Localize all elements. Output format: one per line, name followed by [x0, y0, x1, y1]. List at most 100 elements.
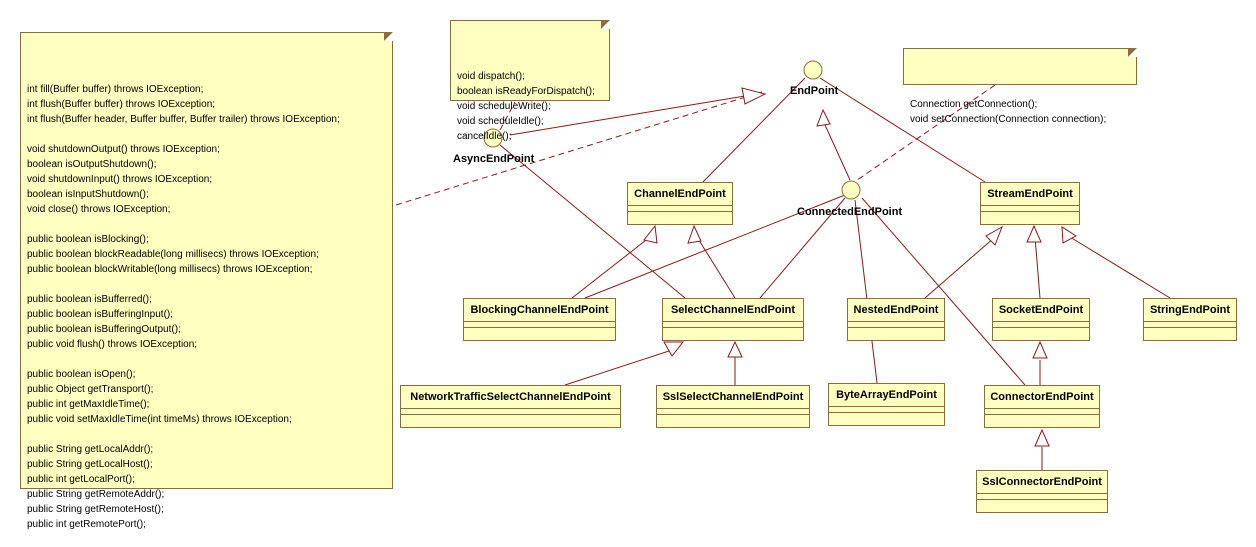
note-line: public boolean blockWritable(long millis…: [27, 264, 313, 275]
class-select-channel-endpoint: SelectChannelEndPoint: [662, 298, 804, 341]
arrowhead-sslselect-select: [727, 340, 743, 358]
edge-endpoint-channel: [702, 77, 806, 183]
class-network-traffic-select-channel-endpoint: NetworkTrafficSelectChannelEndPoint: [400, 385, 621, 428]
endpoint-interface-circle: [803, 60, 823, 80]
note-line: int fill(Buffer buffer) throws IOExcepti…: [27, 84, 204, 95]
class-operations-compartment: [985, 414, 1099, 420]
edge-async-endpoint: [509, 95, 746, 136]
class-attributes-compartment: [628, 205, 732, 211]
edge-socket-stream: [1034, 236, 1041, 299]
note-line: public String getRemoteAddr();: [27, 489, 165, 500]
class-name: SocketEndPoint: [998, 304, 1084, 316]
note-line: [27, 217, 386, 232]
connected-interface-circle: [841, 180, 861, 200]
arrowhead-connected-endpoint: [816, 108, 831, 127]
note-endpoint-methods: int fill(Buffer buffer) throws IOExcepti…: [20, 32, 393, 530]
class-attributes-compartment: [985, 408, 1099, 414]
note-async-methods-text: void dispatch(); boolean isReadyForDispat…: [457, 69, 603, 144]
class-operations-compartment: [401, 414, 620, 420]
class-attributes-compartment: [993, 321, 1089, 327]
class-operations-compartment: [981, 211, 1079, 217]
edge-blocking-channel: [571, 236, 651, 299]
class-name: StreamEndPoint: [987, 188, 1073, 200]
note-line: void dispatch();: [457, 71, 525, 82]
diagram-edges: [395, 60, 1171, 470]
class-operations-compartment: [1144, 327, 1236, 333]
async-interface-circle: [483, 128, 503, 148]
note-line: public boolean isBufferred();: [27, 294, 152, 305]
note-line: public boolean isBufferingOutput();: [27, 324, 181, 335]
edge-network-select: [564, 349, 673, 386]
note-fold: [601, 20, 610, 29]
note-line: public boolean isBlocking();: [27, 234, 149, 245]
class-attributes-compartment: [663, 321, 803, 327]
class-ssl-select-channel-endpoint: SslSelectChannelEndPoint: [656, 385, 810, 428]
edge-endpoint-stream: [819, 77, 986, 183]
arrowhead-blocking-channel: [643, 224, 658, 244]
note-line: public void setMaxIdleTime(int timeMs) t…: [27, 414, 292, 425]
note-endpoint-methods-text: int fill(Buffer buffer) throws IOExcepti…: [27, 82, 386, 532]
class-attributes-compartment: [848, 321, 944, 327]
note-line: public String getLocalAddr();: [27, 444, 154, 455]
class-name: ChannelEndPoint: [634, 188, 726, 200]
class-channel-endpoint: ChannelEndPoint: [627, 182, 733, 225]
interface-label-async: AsyncEndPoint: [453, 153, 535, 165]
class-attributes-compartment: [977, 493, 1107, 499]
class-name: SelectChannelEndPoint: [670, 304, 796, 316]
class-operations-compartment: [657, 414, 809, 420]
note-line: Connection getConnection();: [910, 99, 1038, 110]
note-line: void scheduleIdle();: [457, 116, 544, 127]
edge-string-stream: [1069, 236, 1171, 299]
class-ssl-connector-endpoint: SslConnectorEndPoint: [976, 470, 1108, 513]
note-line: public int getRemotePort();: [27, 519, 146, 530]
arrowhead-string-stream: [1061, 226, 1077, 244]
note-line: void scheduleWrite();: [457, 101, 551, 112]
edge-note-big-dashed: [395, 91, 763, 206]
arrowhead-socket-stream: [1026, 224, 1042, 243]
class-blocking-channel-endpoint: BlockingChannelEndPoint: [463, 298, 616, 341]
edge-async-select: [499, 144, 686, 299]
note-line: public Object getTransport();: [27, 384, 154, 395]
edge-connected-connector: [861, 197, 1026, 386]
edge-connected-endpoint: [824, 124, 851, 181]
note-line: public int getMaxIdleTime();: [27, 399, 150, 410]
class-operations-compartment: [628, 211, 732, 217]
class-name: ConnectorEndPoint: [990, 391, 1094, 403]
class-name: NestedEndPoint: [853, 304, 939, 316]
note-fold: [384, 32, 393, 41]
note-line: boolean isReadyForDispatch();: [457, 86, 595, 97]
class-byte-array-endpoint: ByteArrayEndPoint: [828, 383, 945, 426]
class-attributes-compartment: [1144, 321, 1236, 327]
note-line: boolean isInputShutdown();: [27, 189, 149, 200]
note-line: public void flush() throws IOException;: [27, 339, 198, 350]
note-line: int flush(Buffer header, Buffer buffer, …: [27, 114, 340, 125]
class-operations-compartment: [977, 499, 1107, 505]
note-line: void shutdownInput() throws IOException;: [27, 174, 213, 185]
arrowhead-network-select: [663, 341, 685, 357]
class-string-endpoint: StringEndPoint: [1143, 298, 1237, 341]
edge-connected-bytearray: [854, 199, 878, 384]
note-line: void shutdownOutput() throws IOException…: [27, 144, 220, 155]
class-attributes-compartment: [464, 321, 615, 327]
note-line: public boolean blockReadable(long millis…: [27, 249, 319, 260]
class-name: SslSelectChannelEndPoint: [662, 391, 804, 403]
class-attributes-compartment: [981, 205, 1079, 211]
note-line: public boolean isBufferingInput();: [27, 309, 174, 320]
note-connection-methods-text: Connection getConnection();void setConne…: [910, 97, 1130, 127]
note-line: cancelIdle();: [457, 131, 512, 142]
class-stream-endpoint: StreamEndPoint: [980, 182, 1080, 225]
note-line: public boolean isOpen();: [27, 369, 136, 380]
note-line: public String getLocalHost();: [27, 459, 153, 470]
arrowhead-connector-socket: [1032, 340, 1048, 359]
class-attributes-compartment: [657, 408, 809, 414]
class-connector-endpoint: ConnectorEndPoint: [984, 385, 1100, 428]
class-socket-endpoint: SocketEndPoint: [992, 298, 1090, 341]
edge-connected-blocking: [584, 194, 846, 299]
class-name: BlockingChannelEndPoint: [470, 304, 609, 316]
interface-label-endpoint: EndPoint: [790, 85, 839, 97]
class-operations-compartment: [829, 412, 944, 418]
class-operations-compartment: [663, 327, 803, 333]
note-line: boolean isOutputShutdown();: [27, 159, 157, 170]
class-name: StringEndPoint: [1149, 304, 1231, 316]
arrowhead-select-channel: [687, 224, 702, 244]
